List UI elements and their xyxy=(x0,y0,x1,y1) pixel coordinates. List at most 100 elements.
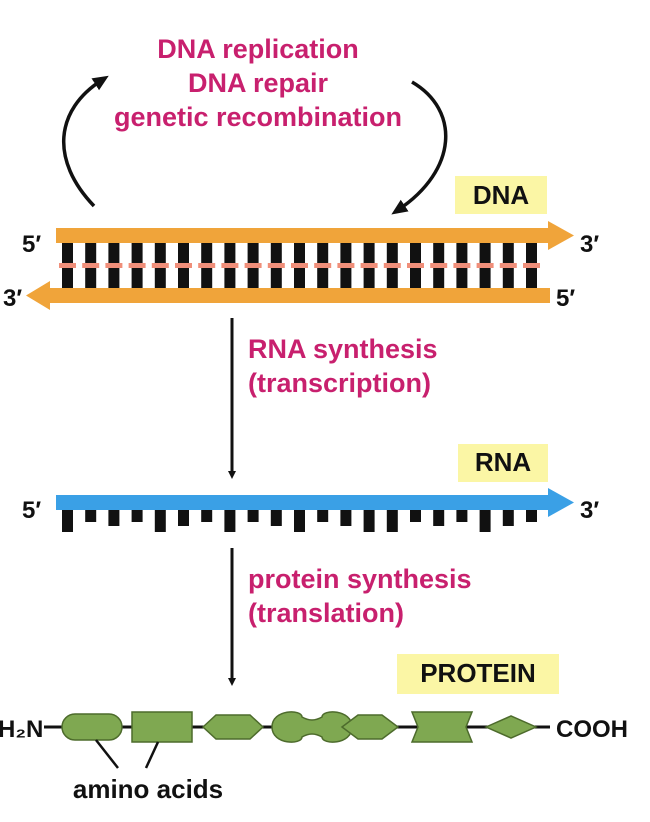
rna-base xyxy=(85,510,97,522)
base-pair-bond xyxy=(453,263,471,268)
dna-base xyxy=(502,243,514,263)
amino-acids-label: amino acids xyxy=(73,774,223,804)
translation-label-1: protein synthesis xyxy=(248,564,472,594)
transcription-label-1: RNA synthesis xyxy=(248,334,438,364)
dna-base xyxy=(270,268,282,288)
amino-acid-7 xyxy=(484,715,538,739)
dna-base xyxy=(433,268,445,288)
dna-base xyxy=(131,268,143,288)
rna-base xyxy=(270,510,282,526)
base-pair-bond xyxy=(59,263,76,268)
amino-acid-pointer-left xyxy=(95,739,119,769)
dna-base xyxy=(85,268,97,288)
transcription-label-2: (transcription) xyxy=(248,368,431,398)
amino-acid-1 xyxy=(61,713,123,741)
base-pair-bond xyxy=(337,263,355,268)
dna-base xyxy=(410,243,421,263)
c-terminus: COOH xyxy=(556,716,628,743)
rna-base xyxy=(154,510,166,532)
rna-base xyxy=(247,510,259,522)
protein-tag: PROTEIN xyxy=(420,658,536,688)
dna-base xyxy=(386,268,398,288)
dna-base xyxy=(85,243,97,263)
dna-base xyxy=(201,243,213,263)
base-pair-bond xyxy=(476,263,494,268)
base-pair-bond xyxy=(244,263,262,268)
dna-base xyxy=(201,268,213,288)
rna-base xyxy=(201,510,213,522)
dna-bottom-3prime: 3′ xyxy=(3,285,22,312)
rna-bases xyxy=(62,510,537,532)
dna-base xyxy=(62,243,73,263)
rna-base xyxy=(131,510,143,522)
rna-base xyxy=(363,510,375,532)
dna-base xyxy=(526,268,537,288)
rna-base xyxy=(317,510,329,522)
translation-label-2: (translation) xyxy=(248,598,404,628)
base-pair-bond xyxy=(499,263,517,268)
rna-strand xyxy=(56,488,574,532)
protein-tag-box xyxy=(397,654,559,694)
rna-tag-box xyxy=(458,444,548,482)
amino-acid-3 xyxy=(201,714,265,740)
amino-acid-4 xyxy=(271,711,353,743)
dna-top-3prime: 3′ xyxy=(580,231,599,258)
dna-base xyxy=(224,243,236,263)
dna-base-pairs xyxy=(59,243,540,288)
rna-base xyxy=(433,510,445,526)
base-pair-bond xyxy=(383,263,401,268)
dna-base xyxy=(178,243,189,263)
process-label-repair: DNA repair xyxy=(188,68,329,98)
base-pair-bond xyxy=(82,263,100,268)
amino-acid-5 xyxy=(340,714,400,740)
dna-base xyxy=(317,268,329,288)
base-pair-bond xyxy=(175,263,192,268)
rna-3prime: 3′ xyxy=(580,497,599,524)
dna-base xyxy=(270,243,282,263)
base-pair-bond xyxy=(523,263,540,268)
rna-base xyxy=(224,510,236,532)
rna-base xyxy=(502,510,514,526)
amino-acid-2 xyxy=(131,711,193,743)
base-pair-bond xyxy=(430,263,448,268)
dna-base xyxy=(456,268,468,288)
base-pair-bond xyxy=(151,263,169,268)
dna-tag-box xyxy=(455,176,547,214)
dna-base xyxy=(108,268,120,288)
dna-base xyxy=(456,243,468,263)
dna-top-5prime: 5′ xyxy=(22,231,41,258)
base-pair-bond xyxy=(314,263,332,268)
dna-base xyxy=(224,268,236,288)
rna-base xyxy=(108,510,120,526)
dna-base xyxy=(479,268,491,288)
dna-base xyxy=(62,268,73,288)
rna-base xyxy=(410,510,421,522)
curved-arrow-right xyxy=(391,80,448,215)
n-terminus: H₂N xyxy=(0,716,43,743)
rna-base xyxy=(479,510,491,532)
dna-base xyxy=(340,268,352,288)
curved-arrow-left xyxy=(62,75,109,208)
amino-acid-chain xyxy=(61,711,538,743)
dna-bottom-5prime: 5′ xyxy=(556,285,575,312)
dna-base xyxy=(410,268,421,288)
dna-base xyxy=(154,243,166,263)
rna-base xyxy=(62,510,73,532)
rna-base xyxy=(386,510,398,532)
dna-base xyxy=(178,268,189,288)
dna-base xyxy=(154,268,166,288)
rna-base xyxy=(340,510,352,526)
rna-base xyxy=(526,510,537,522)
amino-acid-6 xyxy=(410,711,474,743)
rna-base xyxy=(294,510,305,532)
dna-base xyxy=(363,268,375,288)
dna-base xyxy=(386,243,398,263)
dna-base xyxy=(502,268,514,288)
dna-base xyxy=(247,268,259,288)
rna-tag: RNA xyxy=(475,447,532,477)
rna-base xyxy=(178,510,189,526)
dna-base xyxy=(526,243,537,263)
dna-base xyxy=(317,243,329,263)
dna-base xyxy=(363,243,375,263)
